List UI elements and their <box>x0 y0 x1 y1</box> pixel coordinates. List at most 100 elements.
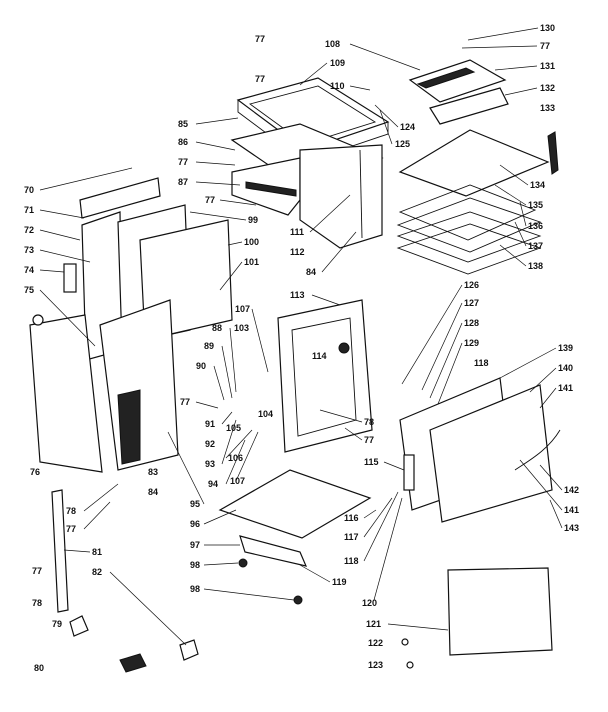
leader-c113 <box>311 294 341 306</box>
leader-c125 <box>379 109 393 145</box>
door-outer-143 <box>429 384 553 523</box>
leader-c93 <box>221 419 237 465</box>
callout-77: 77 <box>364 435 374 445</box>
grate-131 <box>408 59 507 103</box>
screw-123 <box>406 661 414 669</box>
callout-77: 77 <box>180 397 190 407</box>
callout-93: 93 <box>205 459 215 469</box>
screw-75 <box>32 314 44 326</box>
callout-135: 135 <box>528 200 543 210</box>
door-handle-142 <box>514 429 561 471</box>
rack-136 <box>396 197 542 253</box>
bracket-81 <box>51 489 69 613</box>
callout-94: 94 <box>208 479 218 489</box>
leader-c135 <box>494 184 527 206</box>
callout-109: 109 <box>330 58 345 68</box>
cabinet-side-edge <box>359 149 363 239</box>
callout-107: 107 <box>235 304 250 314</box>
callout-104: 104 <box>258 409 273 419</box>
callout-80: 80 <box>34 663 44 673</box>
leader-c115 <box>383 461 405 471</box>
callout-82: 82 <box>92 567 102 577</box>
leader-c71 <box>39 209 85 219</box>
callout-133: 133 <box>540 103 555 113</box>
callout-78: 78 <box>364 417 374 427</box>
pan-138 <box>396 223 542 275</box>
callout-106: 106 <box>228 453 243 463</box>
leader-c119 <box>299 564 331 583</box>
callout-136: 136 <box>528 221 543 231</box>
callout-77: 77 <box>66 524 76 534</box>
leader-c94 <box>225 439 246 485</box>
leader-c101 <box>219 261 243 291</box>
callout-70: 70 <box>24 185 34 195</box>
callout-127: 127 <box>464 298 479 308</box>
callout-96: 96 <box>190 519 200 529</box>
callout-132: 132 <box>540 83 555 93</box>
leader-c81 <box>63 549 91 553</box>
callout-97: 97 <box>190 540 200 550</box>
callout-112: 112 <box>290 247 305 257</box>
leader-c77d <box>195 161 236 166</box>
callout-83: 83 <box>148 467 158 477</box>
callout-118: 118 <box>344 556 359 566</box>
manifold-tube <box>245 181 297 197</box>
leader-c141a <box>539 387 557 409</box>
callout-139: 139 <box>558 343 573 353</box>
callout-117: 117 <box>344 532 359 542</box>
leader-c134 <box>499 164 529 186</box>
callout-114: 114 <box>312 351 327 361</box>
leader-c137 <box>514 221 527 247</box>
callout-118: 118 <box>474 358 489 368</box>
callout-77: 77 <box>178 157 188 167</box>
leader-c138 <box>499 244 527 267</box>
leader-c86 <box>195 141 236 151</box>
leader-c77e <box>219 199 257 206</box>
leader-c132 <box>504 87 538 96</box>
leader-c96 <box>203 509 237 525</box>
orifice-98b <box>293 595 303 605</box>
callout-89: 89 <box>204 341 214 351</box>
callout-labels: 130 77 108 77 131 109 77 110 132 133 85 … <box>24 23 579 673</box>
callout-115: 115 <box>364 457 379 467</box>
callout-99: 99 <box>248 215 258 225</box>
leader-c126 <box>401 284 463 385</box>
callout-129: 129 <box>464 338 479 348</box>
pan-137 <box>396 211 542 263</box>
leader-c129 <box>437 342 463 405</box>
leader-c78b <box>83 483 119 512</box>
callout-91: 91 <box>205 419 215 429</box>
leader-c95 <box>167 431 205 505</box>
leader-c128 <box>429 322 463 399</box>
callout-140: 140 <box>558 363 573 373</box>
liner-lip <box>117 389 141 465</box>
callout-111: 111 <box>290 227 304 237</box>
callout-77: 77 <box>540 41 550 51</box>
callout-95: 95 <box>190 499 200 509</box>
leader-c88 <box>229 327 237 393</box>
callout-134: 134 <box>530 180 545 190</box>
callout-108: 108 <box>325 39 340 49</box>
callout-76: 76 <box>30 467 40 477</box>
screw-122 <box>401 638 409 646</box>
leader-c116 <box>363 509 377 519</box>
leader-c77g <box>344 427 363 441</box>
rod-133 <box>547 131 559 175</box>
callout-101: 101 <box>244 257 259 267</box>
callout-84: 84 <box>306 267 316 277</box>
callout-124: 124 <box>400 122 415 132</box>
callout-128: 128 <box>464 318 479 328</box>
callout-122: 122 <box>368 638 383 648</box>
leader-c139 <box>499 347 557 379</box>
pilot-80 <box>119 653 147 673</box>
callout-107: 107 <box>230 476 245 486</box>
leader-c85 <box>195 117 239 125</box>
callout-126: 126 <box>464 280 479 290</box>
callout-77: 77 <box>255 34 265 44</box>
callout-98: 98 <box>190 560 200 570</box>
kick-panel-121 <box>447 567 553 656</box>
callout-120: 120 <box>362 598 377 608</box>
leader-c107a <box>251 308 269 373</box>
leader-c130 <box>467 27 539 41</box>
side-panel-76 <box>29 314 103 473</box>
